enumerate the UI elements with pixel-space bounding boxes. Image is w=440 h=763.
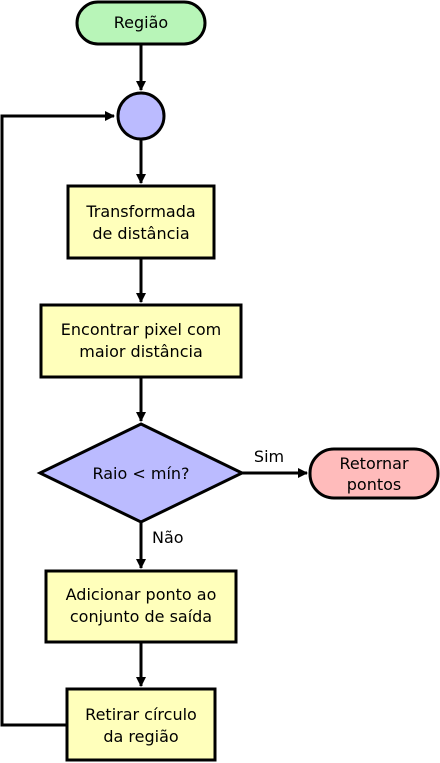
distance-transform-line2: de distância: [92, 224, 189, 243]
return-points-line2: pontos: [347, 475, 401, 494]
remove-circle-box: [65, 687, 217, 762]
start-terminal: [75, 0, 207, 46]
return-points-line1: Retornar: [339, 454, 409, 473]
add-point-line1: Adicionar ponto ao: [66, 585, 217, 604]
node-add-point: Adicionar ponto ao conjunto de saída: [44, 569, 238, 644]
distance-transform-line1: Transformada: [85, 202, 195, 221]
edge-label-yes: Sim: [254, 447, 284, 466]
distance-transform-box: [66, 184, 216, 260]
return-points-terminal: [308, 447, 440, 500]
decision-diamond: [36, 422, 246, 524]
remove-circle-line2: da região: [103, 727, 178, 746]
edge-remove-loop-back: [0, 111, 115, 727]
find-pixel-line1: Encontrar pixel com: [61, 320, 221, 339]
start-label: Região: [114, 13, 168, 32]
node-distance-transform: Transformada de distância: [66, 184, 216, 260]
node-remove-circle: Retirar círculo da região: [65, 687, 217, 762]
decision-label: Raio < mín?: [92, 464, 189, 483]
node-decision: Raio < mín?: [36, 422, 246, 524]
find-pixel-box: [39, 303, 243, 379]
node-return-points: Retornar pontos: [308, 447, 440, 500]
find-pixel-line2: maior distância: [79, 342, 203, 361]
node-start: Região: [75, 0, 207, 46]
node-junction: [116, 91, 166, 141]
node-find-pixel: Encontrar pixel com maior distância: [39, 303, 243, 379]
add-point-line2: conjunto de saída: [70, 607, 212, 626]
edge-label-no: Não: [152, 528, 184, 547]
add-point-box: [44, 569, 238, 644]
remove-circle-line1: Retirar círculo: [85, 705, 197, 724]
